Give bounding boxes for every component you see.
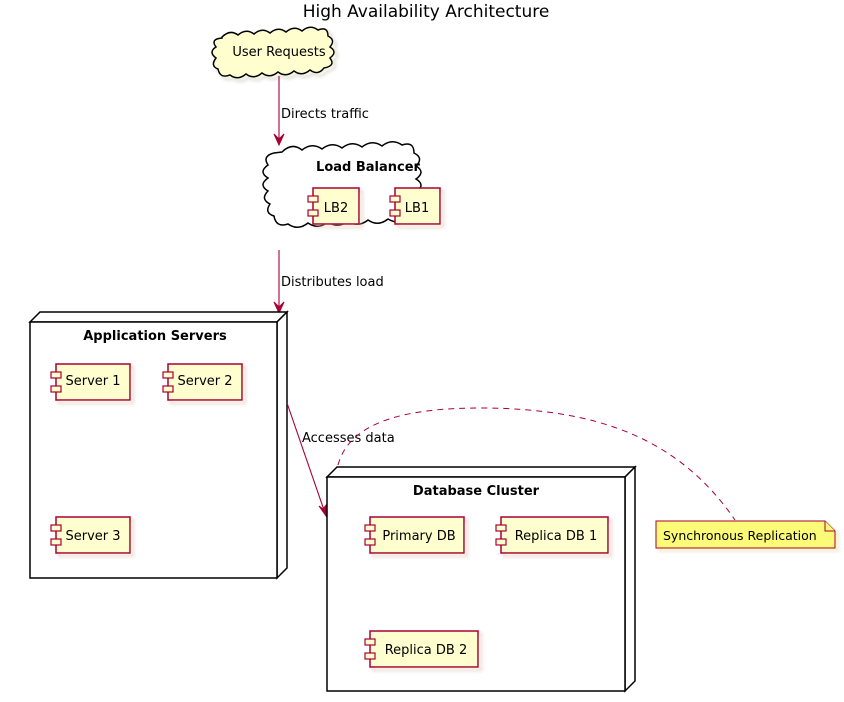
note-text: Synchronous Replication: [663, 528, 817, 543]
user-requests-label: User Requests: [232, 45, 326, 60]
lb1-label: LB1: [405, 201, 429, 216]
database-cluster-title: Database Cluster: [413, 484, 540, 499]
lb2-label: LB2: [324, 201, 348, 216]
component-lb2[interactable]: LB2: [307, 187, 360, 225]
load-balancer-title: Load Balancer: [316, 160, 421, 175]
load-balancer-cloud[interactable]: Load Balancer LB2 LB1: [262, 141, 441, 228]
edge-accesses-data-label: Accesses data: [302, 431, 395, 446]
edge-distributes-load: Distributes load: [273, 250, 384, 315]
edge-distributes-load-label: Distributes load: [281, 275, 384, 290]
application-servers-node[interactable]: Application Servers Server 1 Server 2 Se…: [28, 310, 289, 580]
edge-directs-traffic-label: Directs traffic: [281, 107, 369, 122]
synchronous-replication-note[interactable]: Synchronous Replication: [655, 520, 836, 549]
replica-db-2-label: Replica DB 2: [385, 643, 468, 658]
component-replica-db-2[interactable]: Replica DB 2: [364, 630, 479, 668]
component-primary-db[interactable]: Primary DB: [364, 516, 465, 554]
user-requests-cloud[interactable]: User Requests: [211, 26, 335, 79]
diagram-title: High Availability Architecture: [303, 2, 550, 22]
component-lb1[interactable]: LB1: [389, 187, 441, 225]
server-3-label: Server 3: [65, 529, 120, 544]
component-replica-db-1[interactable]: Replica DB 1: [495, 516, 609, 554]
component-server-3[interactable]: Server 3: [50, 516, 131, 554]
note-connector: [337, 407, 736, 521]
edge-accesses-data: Accesses data: [286, 402, 395, 518]
edge-directs-traffic: Directs traffic: [273, 76, 369, 147]
component-server-1[interactable]: Server 1: [50, 363, 131, 401]
component-server-2[interactable]: Server 2: [162, 363, 243, 401]
application-servers-title: Application Servers: [83, 329, 227, 344]
server-1-label: Server 1: [65, 374, 120, 389]
server-2-label: Server 2: [177, 374, 232, 389]
database-cluster-node[interactable]: Database Cluster Primary DB Replica DB 1…: [325, 465, 637, 693]
replica-db-1-label: Replica DB 1: [515, 529, 598, 544]
primary-db-label: Primary DB: [382, 529, 455, 544]
